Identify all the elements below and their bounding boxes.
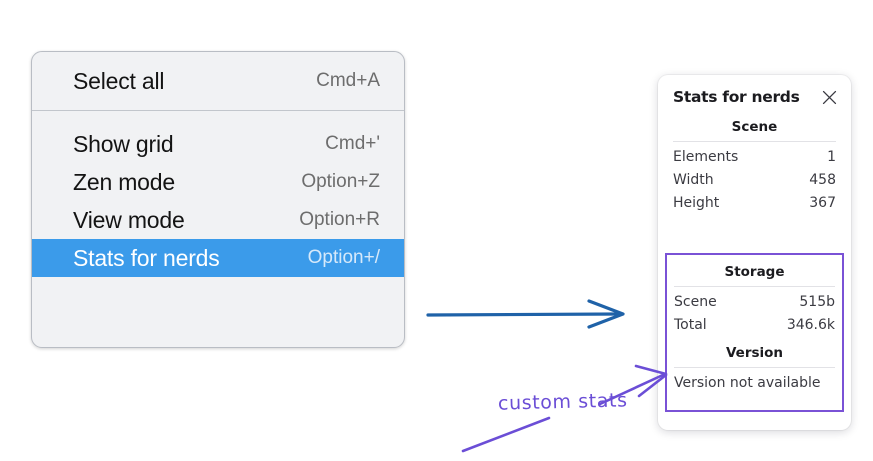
menu-item-shortcut: Option+/	[307, 247, 380, 268]
menu-item-view-mode[interactable]: View mode Option+R	[32, 201, 404, 239]
section-divider	[674, 286, 835, 287]
stat-row-storage-scene: Scene 515b	[674, 290, 835, 313]
version-status-text: Version not available	[674, 375, 821, 391]
menu-group-view: Show grid Cmd+' Zen mode Option+Z View m…	[32, 111, 404, 347]
annotation-label-custom-stats: custom stats	[497, 389, 628, 415]
menu-item-label: Select all	[73, 67, 165, 94]
panel-header: Stats for nerds	[658, 75, 851, 110]
stat-value: 367	[809, 194, 836, 211]
menu-item-select-all[interactable]: Select all Cmd+A	[32, 62, 404, 100]
page-title: Stats for nerds	[673, 88, 800, 106]
menu-item-label: Show grid	[73, 130, 174, 157]
section-divider	[674, 367, 835, 368]
section-title-version: Version	[725, 345, 784, 361]
menu-item-shortcut: Option+Z	[301, 171, 380, 192]
stat-value: 1	[827, 148, 836, 165]
menu-item-label: View mode	[73, 206, 185, 233]
menu-item-shortcut: Option+R	[299, 209, 380, 230]
menu-item-zen-mode[interactable]: Zen mode Option+Z	[32, 163, 404, 201]
context-menu[interactable]: Select all Cmd+A Show grid Cmd+' Zen mod…	[31, 51, 405, 348]
stat-key: Height	[673, 194, 720, 211]
menu-item-stats-for-nerds[interactable]: Stats for nerds Option+/	[32, 239, 404, 277]
section-title-scene: Scene	[731, 119, 778, 135]
stat-row-elements: Elements 1	[673, 145, 836, 168]
stat-key: Width	[673, 171, 714, 188]
menu-item-shortcut: Cmd+A	[316, 70, 380, 91]
section-divider	[673, 141, 836, 142]
stat-value: 458	[809, 171, 836, 188]
close-icon[interactable]	[821, 89, 838, 106]
menu-item-shortcut: Cmd+'	[325, 133, 380, 154]
stat-key: Elements	[673, 148, 739, 165]
stat-row-width: Width 458	[673, 168, 836, 191]
menu-item-label: Stats for nerds	[73, 244, 220, 271]
stat-row-storage-total: Total 346.6k	[674, 313, 835, 336]
stats-for-nerds-panel: Stats for nerds Scene Elements 1 Width 4…	[658, 75, 851, 430]
stat-value: 346.6k	[786, 316, 835, 333]
menu-item-show-grid[interactable]: Show grid Cmd+'	[32, 125, 404, 163]
stat-row-height: Height 367	[673, 191, 836, 214]
custom-stats-section: Storage Scene 515b Total 346.6k Version …	[665, 253, 844, 412]
stat-key: Scene	[674, 293, 717, 310]
stat-value: 515b	[799, 293, 835, 310]
flow-arrow-blue	[426, 299, 625, 329]
section-title-storage: Storage	[724, 264, 785, 280]
panel-body: Scene Elements 1 Width 458 Height 367 St…	[658, 110, 851, 412]
annotation-stroke-purple	[461, 416, 551, 453]
menu-group-selection: Select all Cmd+A	[32, 52, 404, 111]
menu-item-label: Zen mode	[73, 168, 175, 195]
stat-key: Total	[674, 316, 707, 333]
